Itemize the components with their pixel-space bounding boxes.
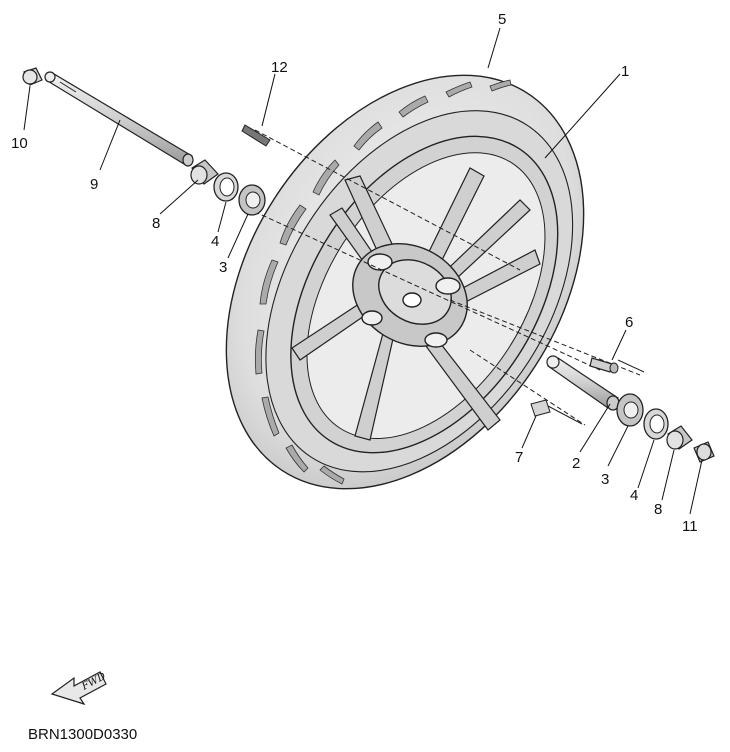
front-wheel	[225, 74, 585, 490]
drawing-code: BRN1300D0330	[28, 726, 137, 743]
callout-3-left: 3	[219, 259, 227, 276]
callout-3-right: 3	[601, 471, 609, 488]
part-12-balance-weight	[241, 124, 271, 147]
callout-4-left: 4	[211, 233, 219, 250]
part-10-collar	[22, 67, 43, 86]
callout-6: 6	[625, 314, 633, 331]
callout-labels: 5 1 12 10 9 8 4 3 6 7 2 3 4 8 11	[11, 11, 698, 535]
part-3-bearing-left	[238, 184, 266, 216]
callout-8-right: 8	[654, 501, 662, 518]
fwd-arrow-icon: FWD	[50, 671, 108, 706]
part-8-collar-right	[666, 425, 693, 450]
part-3-bearing-right	[616, 393, 644, 427]
part-8-collar-left	[190, 159, 219, 185]
callout-7: 7	[515, 449, 523, 466]
callout-4-right: 4	[630, 487, 638, 504]
callout-9: 9	[90, 176, 98, 193]
part-4-oil-seal-right	[643, 408, 669, 440]
part-2-spacer	[546, 355, 620, 411]
part-7-balance-weight	[530, 399, 583, 425]
callout-5: 5	[498, 11, 506, 28]
part-6-valve	[589, 357, 645, 374]
part-11-bolt	[693, 441, 715, 463]
callout-8-left: 8	[152, 215, 160, 232]
part-9-axle	[44, 71, 194, 167]
callout-1: 1	[621, 63, 629, 80]
tread-pattern	[254, 79, 512, 485]
callout-11: 11	[682, 518, 698, 535]
part-4-oil-seal-left	[213, 172, 239, 202]
callout-2: 2	[572, 455, 580, 472]
callout-10: 10	[11, 135, 28, 152]
leader-lines	[23, 27, 703, 515]
callout-12: 12	[271, 59, 288, 76]
